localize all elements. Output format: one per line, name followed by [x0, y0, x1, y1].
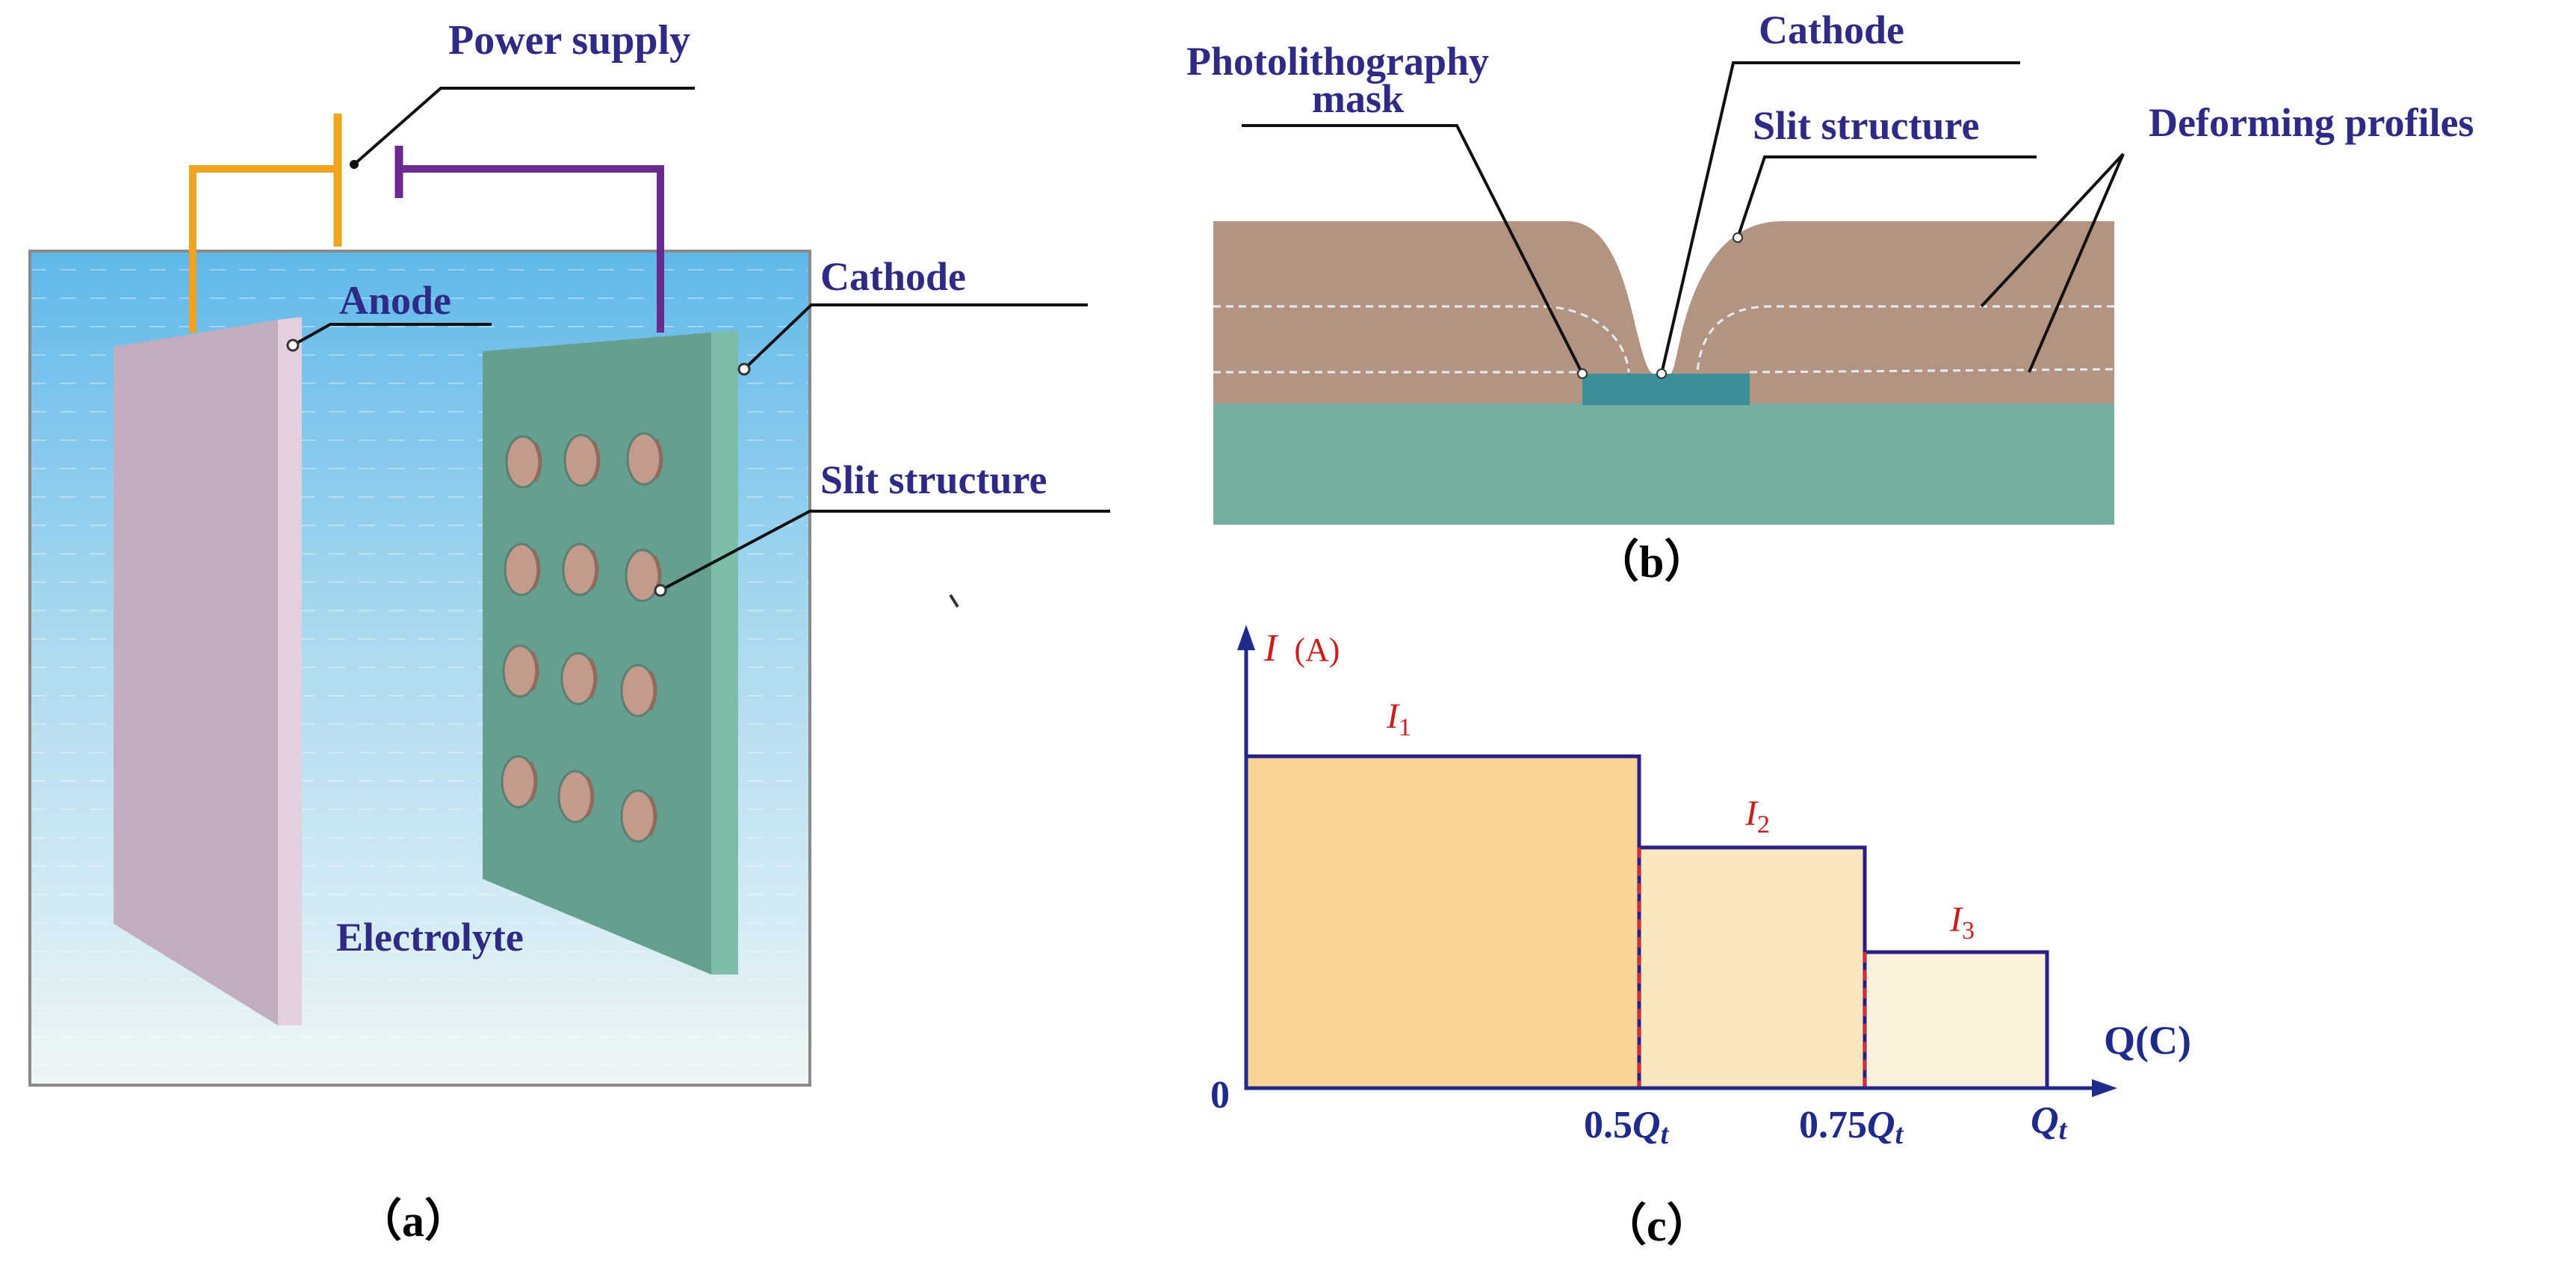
current-label-1: I1 — [1386, 697, 1411, 741]
deformed-material-left — [1213, 221, 1654, 404]
cathode-dot-a — [737, 362, 751, 376]
step-2-fill — [1637, 845, 1867, 1090]
anode-leader — [292, 323, 492, 347]
current-2-sym: I — [1744, 794, 1759, 833]
power-supply-label: Power supply — [448, 17, 690, 64]
y-axis-label: I (A) — [1263, 627, 1340, 670]
tick-full-sub: t — [2059, 1114, 2068, 1146]
y-axis-arrow — [1237, 625, 1255, 650]
mask-dot — [1577, 368, 1588, 379]
slit-hole — [620, 789, 657, 843]
slit-hole — [560, 652, 598, 705]
panel-b: Photolithography mask Cathode Slit struc… — [1186, 7, 2474, 587]
slit-hole — [502, 644, 539, 698]
origin-label: 0 — [1210, 1074, 1230, 1117]
anode-wire — [189, 165, 338, 333]
tick-full-var: Q — [2031, 1099, 2059, 1142]
tick-half-var: Q — [1632, 1104, 1661, 1146]
caption-c: （c） — [1602, 1200, 1712, 1250]
slit-hole — [562, 543, 599, 596]
slit-dot-b — [1733, 232, 1743, 243]
slit-hole — [557, 770, 595, 824]
slit-structure-label-a: Slit structure — [820, 457, 1047, 502]
slit-leader-b — [1736, 155, 2037, 238]
current-3-sym: I — [1949, 900, 1963, 939]
slit-hole — [626, 432, 663, 486]
cathode-wire — [399, 165, 664, 333]
current-label-3: I3 — [1949, 900, 1975, 945]
deforming-leader-lower — [2028, 153, 2125, 373]
slit-hole — [505, 435, 542, 489]
cathode-leader-a — [743, 303, 1088, 371]
anode-label: Anode — [339, 278, 451, 323]
slit-hole — [504, 543, 541, 596]
slit-dot-a — [654, 584, 667, 597]
slit-hole — [620, 664, 657, 717]
electrolyte-label: Electrolyte — [336, 915, 524, 960]
photolithography-label-line2: mask — [1312, 76, 1404, 121]
slit-leader-a — [660, 510, 1110, 592]
anode-plate-side — [278, 317, 302, 1025]
photolithography-mask — [1582, 374, 1750, 405]
slit-hole — [563, 433, 601, 487]
cathode-plate-side — [711, 330, 738, 975]
deforming-profiles-label: Deforming profiles — [2149, 100, 2474, 145]
cathode-leader-b — [1660, 61, 2020, 374]
power-supply-dot — [350, 160, 359, 169]
x-axis-label: Q(C) — [2104, 1018, 2191, 1063]
deforming-leader-upper — [1980, 152, 2125, 308]
anode-plate-front — [114, 320, 278, 1025]
current-1-sym: I — [1386, 697, 1400, 736]
current-label-2: I2 — [1744, 794, 1770, 839]
slit-holes — [501, 432, 663, 843]
caption-a: （a） — [357, 1196, 469, 1246]
caption-b: （b） — [1594, 537, 1709, 587]
photolithography-label-line1: Photolithography — [1186, 39, 1489, 84]
stray-mark — [949, 593, 959, 608]
tick-label-half: 0.5Qt — [1584, 1104, 1670, 1150]
anode-dot — [286, 339, 300, 352]
x-axis-arrow — [2092, 1079, 2117, 1097]
current-3-sub: 3 — [1962, 917, 1975, 945]
panel-a: Power supply Anode Cathode Slit structur… — [28, 17, 1110, 1246]
tick-three-quarter-sub: t — [1895, 1119, 1904, 1150]
step-1-fill — [1244, 754, 1641, 1090]
cathode-dot-b — [1656, 368, 1667, 379]
cathode-label-a: Cathode — [820, 254, 966, 299]
deforming-profile-lower — [1213, 368, 2115, 374]
y-axis-unit: (A) — [1294, 632, 1340, 668]
tick-three-quarter-var: Q — [1867, 1104, 1895, 1146]
tick-label-three-quarter: 0.75Qt — [1799, 1104, 1904, 1150]
step-3-fill — [1863, 950, 2049, 1090]
substrate — [1213, 404, 2114, 525]
current-1-sub: 1 — [1399, 714, 1411, 741]
slit-hole — [625, 549, 662, 602]
y-axis-symbol: I — [1263, 627, 1279, 670]
slit-hole — [501, 755, 538, 809]
tick-half-sub: t — [1661, 1119, 1670, 1150]
current-2-sub: 2 — [1757, 811, 1770, 839]
tick-half-prefix: 0.5 — [1584, 1104, 1632, 1146]
deformed-material-right — [1671, 221, 2114, 404]
slit-structure-label-b: Slit structure — [1753, 103, 1979, 148]
cathode-label-b: Cathode — [1759, 7, 1904, 52]
tick-three-quarter-prefix: 0.75 — [1799, 1104, 1867, 1146]
mask-leader — [1242, 124, 1584, 374]
tick-label-full: Qt — [2031, 1099, 2068, 1146]
power-supply-leader — [353, 87, 695, 166]
panel-c: I (A) Q(C) 0 0.5Qt 0.75Qt Qt I1 I2 I3 （c… — [1210, 625, 2191, 1250]
